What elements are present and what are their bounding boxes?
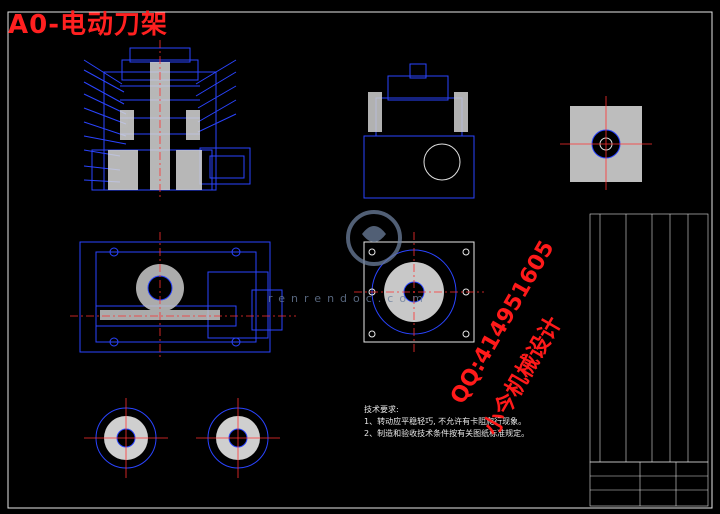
front-view-hatch <box>368 92 468 132</box>
notes-line-2: 2、制造和验收技术条件按有关图纸标准规定。 <box>364 429 530 438</box>
section-a-view <box>84 398 168 478</box>
notes-line-1: 1、转动应平稳轻巧, 不允许有卡阻爬行现象。 <box>364 417 527 426</box>
top-plan-centerlines <box>354 232 484 352</box>
plan-centerlines <box>70 232 296 360</box>
drawing-frame <box>7 11 713 509</box>
notes-heading: 技术要求: <box>364 405 399 414</box>
technical-notes: 技术要求: 1、转动应平稳轻巧, 不允许有卡阻爬行现象。 2、制造和验收技术条件… <box>364 404 529 440</box>
page-title: A0-电动刀架 <box>8 10 169 40</box>
title-block <box>589 461 709 507</box>
section-b-view <box>196 398 280 478</box>
watermark-url: renrendoc.com <box>268 292 429 305</box>
detail-view <box>560 96 652 190</box>
